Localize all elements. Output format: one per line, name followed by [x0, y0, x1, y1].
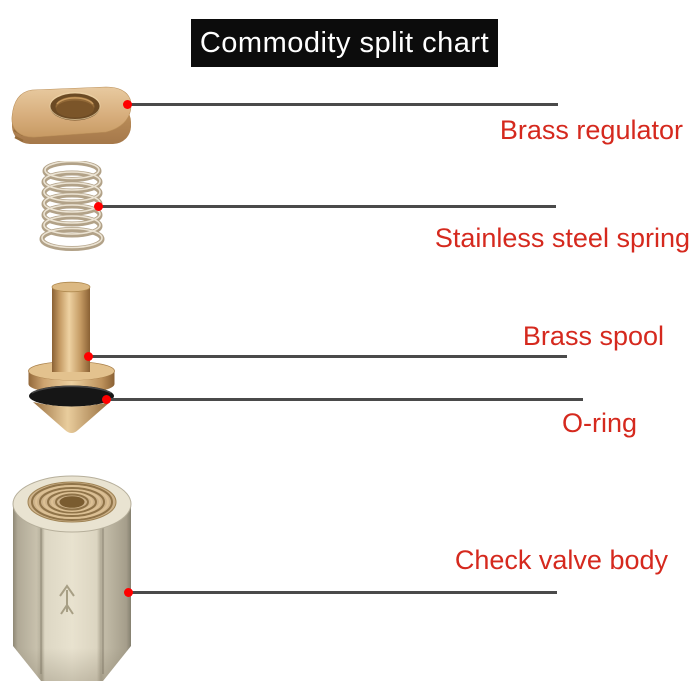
marker-dot-stainless-steel-spring — [94, 202, 103, 211]
marker-dot-brass-regulator — [123, 100, 132, 109]
leader-line-o-ring — [107, 398, 583, 401]
label-stainless-steel-spring: Stainless steel spring — [434, 223, 690, 253]
label-check-valve-body: Check valve body — [454, 545, 668, 575]
stainless-steel-spring-illustration — [39, 161, 105, 251]
leader-line-check-valve-body — [129, 591, 557, 594]
flow-direction-arrow-engraving — [59, 584, 75, 615]
marker-dot-brass-spool — [84, 352, 93, 361]
label-brass-regulator: Brass regulator — [499, 115, 683, 145]
brass-spool-illustration — [28, 281, 115, 433]
marker-dot-o-ring — [102, 395, 111, 404]
leader-line-brass-spool — [89, 355, 567, 358]
leader-line-stainless-steel-spring — [99, 205, 556, 208]
marker-dot-check-valve-body — [124, 588, 133, 597]
page-title: Commodity split chart — [191, 19, 498, 67]
check-valve-body-illustration — [12, 475, 132, 681]
leader-line-brass-regulator — [128, 103, 558, 106]
label-o-ring: O-ring — [561, 408, 637, 438]
brass-regulator-illustration — [11, 86, 132, 144]
label-brass-spool: Brass spool — [522, 321, 664, 351]
